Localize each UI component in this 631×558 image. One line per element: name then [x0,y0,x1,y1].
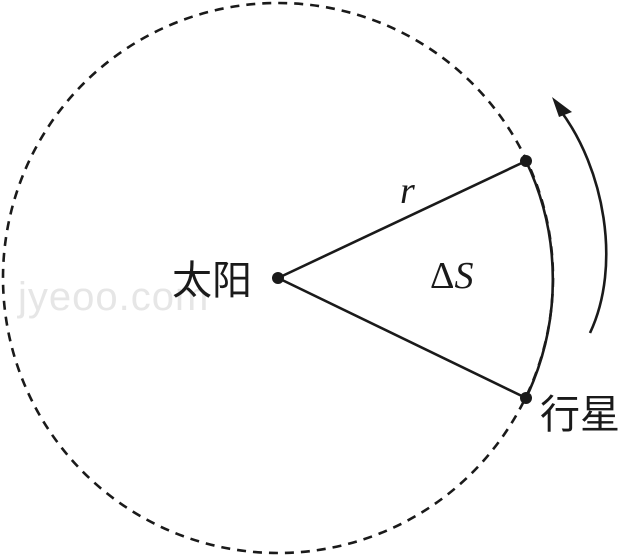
area-delta-symbol: Δ [430,255,454,297]
radius-label: r [400,170,415,212]
area-label: ΔS [430,255,473,297]
motion-arrow-curve [558,109,608,334]
area-s-symbol: S [454,255,473,297]
planet-point-lower [520,392,532,404]
sun-label: 太阳 [172,258,252,304]
radius-line-lower [277,276,527,400]
watermark-text: jyeoo.com [17,275,209,319]
motion-arrowhead [552,97,572,117]
radius-line-upper [277,159,527,280]
planet-point-upper [520,155,532,167]
sun-point [272,272,284,284]
swept-arc [524,160,555,399]
planet-label: 行星 [540,392,620,438]
